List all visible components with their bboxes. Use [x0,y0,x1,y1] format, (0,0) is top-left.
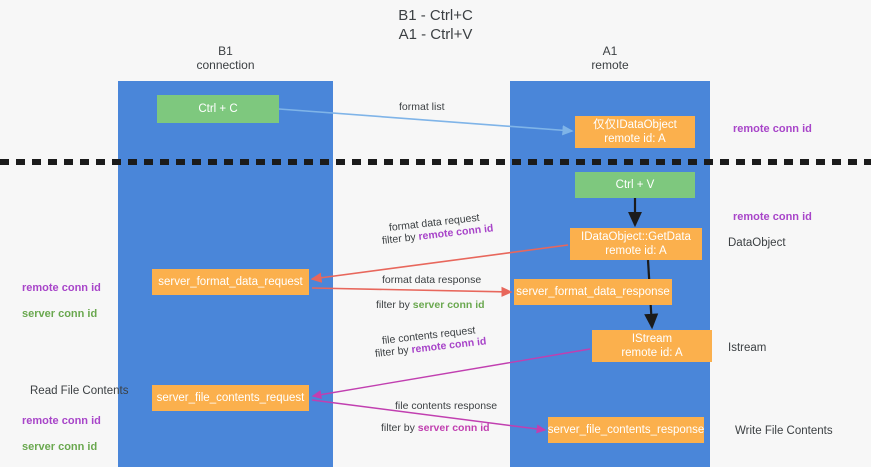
box-ctrl-c[interactable]: Ctrl + C [157,95,279,123]
column-header-a1: A1 remote [591,44,629,72]
label-remote-conn-id-mid: remote conn id [733,211,812,223]
filter-prefix-2: filter by [376,299,413,311]
filter-key-server-2: server conn id [417,422,490,434]
box-server-file-contents-request[interactable]: server_file_contents_request [152,385,309,411]
label-server-conn-id-left-2: server conn id [22,441,98,453]
label-conn-ids-file: remote conn id server conn id [22,402,101,467]
label-server-conn-id-left-1: server conn id [22,308,98,320]
label-istream: Istream [728,342,767,354]
filter-key-server-1: server conn id [412,299,485,311]
box-server-format-data-request[interactable]: server_format_data_request [152,269,309,295]
filter-prefix-4: filter by [381,422,418,434]
column-header-b1: B1 connection [196,44,255,72]
label-remote-conn-id-top: remote conn id [733,123,812,135]
filter-prefix-1: filter by [381,230,420,247]
flow-label-file-contents-response-filter: filter by server conn id [381,421,490,435]
label-remote-conn-id-left-1: remote conn id [22,282,101,294]
flow-label-format-data-response-filter: filter by server conn id [376,298,485,312]
right-gutter [710,81,871,467]
flow-label-format-list: format list [399,101,445,113]
label-read-file-contents: Read File Contents [30,385,129,397]
box-istream[interactable]: IStream remote id: A [592,330,712,362]
box-idataobject-getdata[interactable]: IDataObject::GetData remote id: A [570,228,702,260]
box-server-format-data-response[interactable]: server_format_data_response [514,279,672,305]
label-write-file-contents: Write File Contents [735,425,833,437]
label-remote-conn-id-left-2: remote conn id [22,415,101,427]
phase-divider [0,159,871,165]
flow-label-file-contents-response: file contents response [395,400,498,412]
label-dataobject: DataObject [728,237,786,249]
box-server-file-contents-response[interactable]: server_file_contents_response [548,417,704,443]
box-idataobject[interactable]: 仅仅IDataObject remote id: A [575,116,695,148]
diagram-title: B1 - Ctrl+C A1 - Ctrl+V [398,7,473,43]
box-ctrl-v[interactable]: Ctrl + V [575,172,695,198]
flow-label-format-data-response: format data response [382,274,482,286]
label-conn-ids-format: remote conn id server conn id [22,269,101,334]
filter-prefix-3: filter by [374,343,413,360]
